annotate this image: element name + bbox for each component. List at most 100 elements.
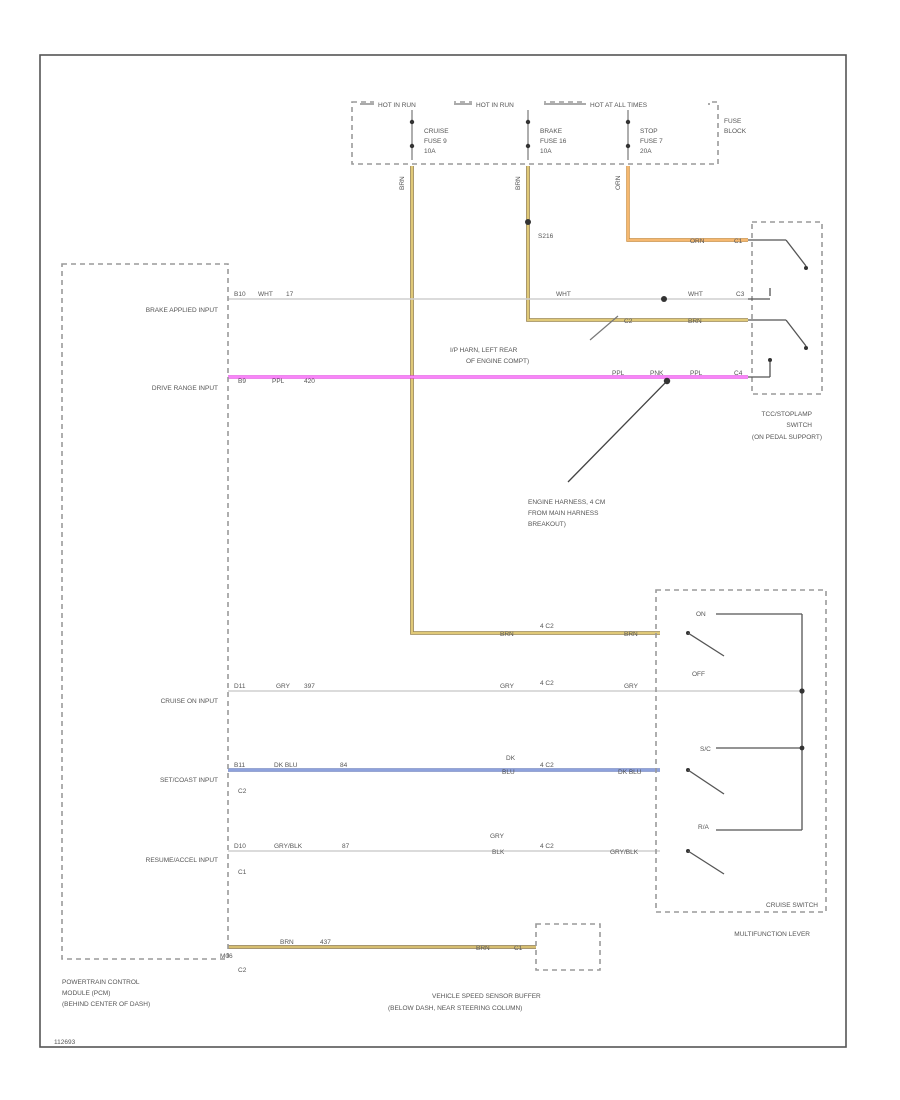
wire-dkblu-set-coast: DK BLU 4 C2 DK BLU	[228, 755, 660, 776]
fuse-brake: BRAKE FUSE 16 10A	[525, 110, 567, 160]
cruise-switch-on-off-contact	[687, 632, 725, 657]
fuse-cruise-rating: 10A	[424, 148, 436, 155]
connector-label-vss: C1	[514, 945, 523, 952]
tcc-switch-outline	[751, 221, 823, 395]
pin-vss-connector: C2	[238, 967, 247, 974]
tcc-stoplamp-switch: TCC/STOPLAMP SWITCH (ON PEDAL SUPPORT)	[748, 221, 823, 441]
fuse-terminal-dot	[409, 143, 415, 149]
pin-resume-connector: C1	[238, 869, 247, 876]
wire-label-orn-vertical: ORN	[615, 175, 622, 190]
wire-gry-cruise-on: GRY 4 C2 GRY	[228, 680, 802, 692]
fuse-cruise: CRUISE FUSE 9 10A	[409, 110, 449, 160]
fuse-block-label-2: BLOCK	[724, 128, 747, 135]
ip-harness-note-2: OF ENGINE COMPT)	[466, 358, 529, 365]
tcc-switch-label-2: SWITCH	[786, 422, 812, 429]
fuse-stop-number: FUSE 7	[640, 138, 663, 145]
fuse-brake-number: FUSE 16	[540, 138, 567, 145]
pin-vss: M06	[220, 953, 233, 960]
fuse-brake-rating: 10A	[540, 148, 552, 155]
pcm-label-2: MODULE (PCM)	[62, 990, 110, 997]
callout-engine-harness: ENGINE HARNESS, 4 CM FROM MAIN HARNESS B…	[528, 377, 671, 528]
bus-label-bg-2	[472, 99, 544, 109]
wire-label-brn-vertical: BRN	[399, 176, 406, 190]
fuse-block: HOT IN RUN HOT IN RUN HOT AT ALL TIMES C…	[351, 99, 747, 165]
pin-drive: B9	[238, 378, 246, 385]
wire-label-brn-brake: BRN	[688, 318, 702, 325]
pin-resume-circuit: 87	[342, 843, 350, 850]
cruise-switch-set-contact	[687, 769, 725, 795]
wire-label-blu: BLU	[502, 769, 515, 776]
diagram-frame	[39, 54, 847, 1048]
ip-harness-note-1: I/P HARN, LEFT REAR	[450, 347, 518, 354]
pcm-set-coast-input: SET/COAST INPUT	[160, 777, 218, 784]
tcc-switch-label-1: TCC/STOPLAMP	[762, 411, 812, 418]
pin-set-connector: C2	[238, 788, 247, 795]
fuse-block-label-1: FUSE	[724, 118, 742, 125]
wire-label-pnk: PNK	[650, 370, 664, 377]
engine-harness-note-1: ENGINE HARNESS, 4 CM	[528, 499, 605, 506]
wire-orn-stop-feed: ORN ORN C1	[615, 166, 748, 245]
pin-brake-color: WHT	[258, 291, 273, 298]
pcm-cruise-on-input: CRUISE ON INPUT	[161, 698, 218, 705]
fuse-brake-name: BRAKE	[540, 128, 563, 135]
pcm-resume-accel-input: RESUME/ACCEL INPUT	[146, 857, 218, 864]
splice-ppl-dot	[663, 377, 671, 385]
cruise-switch: ON OFF S/C R/A CRUISE SWITCH MULTIFUNCTI…	[655, 589, 827, 938]
wire-label-brn-vss: BRN	[476, 945, 490, 952]
connector-label-c1b: 4 C2	[540, 680, 554, 687]
vss-buffer-label-1: VEHICLE SPEED SENSOR BUFFER	[432, 993, 541, 1000]
connector-label-c3b: 4 C2	[540, 843, 554, 850]
pin-cruise-on-color: GRY	[276, 683, 291, 690]
pcm-drive-range-input: DRIVE RANGE INPUT	[152, 385, 218, 392]
fuse-terminal-dot	[525, 119, 531, 125]
tcc-switch-label-3: (ON PEDAL SUPPORT)	[752, 434, 822, 441]
pin-drive-color: PPL	[272, 378, 285, 385]
wire-label-blk: BLK	[492, 849, 505, 856]
tcc-switch-contact-lower	[785, 319, 807, 347]
connector-label-c2b: 4 C2	[540, 762, 554, 769]
wire-brn-vss: BRN C1	[228, 945, 536, 952]
pcm-label-3: (BEHIND CENTER OF DASH)	[62, 1001, 150, 1008]
wire-brn-brake-feed: BRN S216 C2 BRN	[515, 166, 748, 325]
pin-cruise-on-circuit: 397	[304, 683, 315, 690]
wire-wht-brake-applied: WHT WHT C3	[228, 291, 748, 302]
wire-label-wht-2: WHT	[688, 291, 703, 298]
wire-label-gry-1: GRY	[500, 683, 515, 690]
callout-ip-harness: I/P HARN, LEFT REAR OF ENGINE COMPT)	[450, 315, 619, 365]
pin-drive-circuit: 420	[304, 378, 315, 385]
wire-label-gry-2: GRY	[624, 683, 639, 690]
pin-cruise-on: D11	[234, 683, 246, 690]
splice-s216-label: S216	[538, 233, 554, 240]
tcc-switch-contact-upper	[785, 239, 807, 267]
pin-resume-color: GRY/BLK	[274, 843, 303, 850]
pcm-module: BRAKE APPLIED INPUT DRIVE RANGE INPUT CR…	[61, 263, 350, 1008]
wire-label-brn-brake-vertical: BRN	[515, 176, 522, 190]
wire-gryblk-resume: GRY BLK 4 C2 GRY/BLK	[228, 833, 660, 856]
cruise-switch-set-label: S/C	[700, 746, 711, 753]
pin-set-color: DK BLU	[274, 762, 298, 769]
pin-brake: B10	[234, 291, 246, 298]
pcm-brake-applied-input: BRAKE APPLIED INPUT	[146, 307, 218, 314]
pin-set: B11	[234, 762, 245, 769]
wire-ppl-drive-range: PPL PNK PPL C4	[228, 370, 748, 379]
diagram-code: 112693	[54, 1039, 76, 1046]
connector-label-wht: C3	[736, 291, 745, 298]
pcm-label-1: POWERTRAIN CONTROL	[62, 979, 140, 986]
wire-label-gry-top: GRY	[490, 833, 505, 840]
cruise-switch-resume-label: R/A	[698, 824, 710, 831]
wire-label-gryblk: GRY/BLK	[610, 849, 639, 856]
fuse-cruise-number: FUSE 9	[424, 138, 447, 145]
cruise-switch-label: CRUISE SWITCH	[766, 902, 818, 909]
wire-label-dkblu: DK BLU	[618, 769, 642, 776]
fuse-cruise-name: CRUISE	[424, 128, 449, 135]
pin-vss-circuit: 437	[320, 939, 331, 946]
wire-label-brn-2: BRN	[624, 631, 638, 638]
connector-label-c4: 4 C2	[540, 623, 554, 630]
pin-vss-color: BRN	[280, 939, 294, 946]
pcm-outline	[61, 263, 229, 960]
vss-buffer-outline	[535, 923, 601, 971]
wire-label-ppl: PPL	[612, 370, 625, 377]
fuse-stop-name: STOP	[640, 128, 658, 135]
bus-label-3: HOT AT ALL TIMES	[590, 102, 648, 109]
